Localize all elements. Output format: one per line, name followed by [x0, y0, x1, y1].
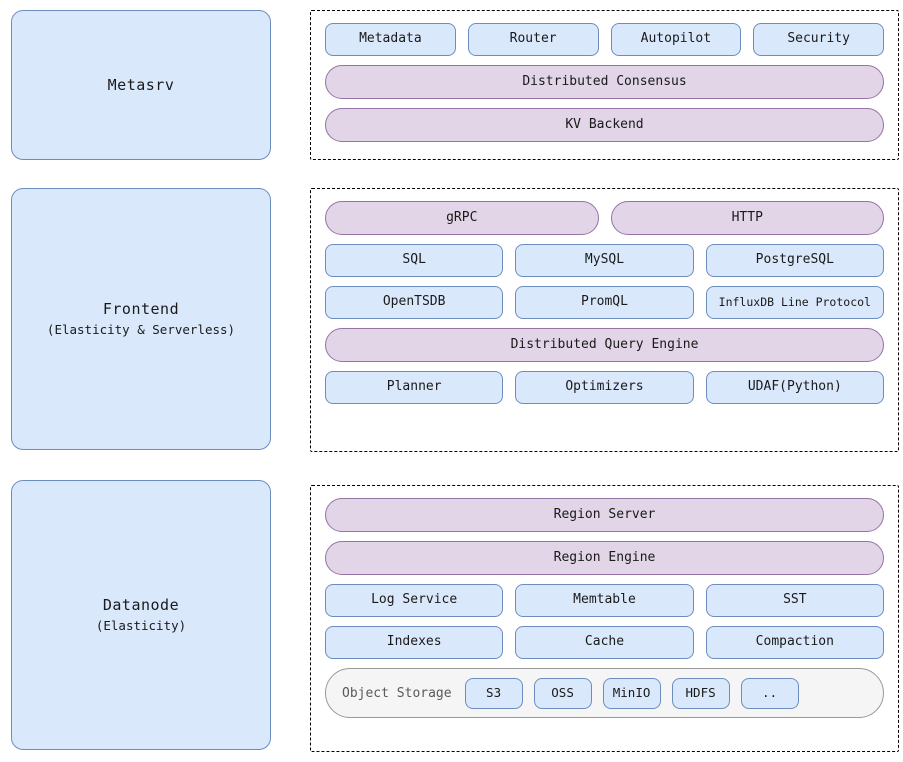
node-sql[interactable]: SQL	[325, 244, 504, 277]
node-planner[interactable]: Planner	[325, 371, 504, 404]
frontend-protocols-row: gRPC HTTP	[325, 201, 884, 235]
metasrv-services-row: Metadata Router Autopilot Security	[325, 23, 884, 56]
node-postgresql[interactable]: PostgreSQL	[705, 244, 884, 277]
node-opentsdb[interactable]: OpenTSDB	[325, 286, 504, 319]
node-log-service[interactable]: Log Service	[325, 584, 504, 617]
role-box-metasrv: Metasrv	[11, 10, 271, 160]
node-cache[interactable]: Cache	[515, 626, 694, 659]
panel-frontend: gRPC HTTP SQL MySQL PostgreSQL OpenTSDB …	[310, 188, 899, 452]
datanode-region-server-row: Region Server	[325, 498, 884, 532]
frontend-interfaces-row-1: SQL MySQL PostgreSQL	[325, 244, 884, 277]
node-metadata[interactable]: Metadata	[325, 23, 456, 56]
datanode-components-row-2: Indexes Cache Compaction	[325, 626, 884, 659]
node-region-engine[interactable]: Region Engine	[325, 541, 884, 575]
node-compaction[interactable]: Compaction	[705, 626, 884, 659]
metasrv-consensus-row: Distributed Consensus	[325, 65, 884, 99]
panel-metasrv: Metadata Router Autopilot Security Distr…	[310, 10, 899, 160]
node-hdfs[interactable]: HDFS	[671, 677, 730, 709]
datanode-region-engine-row: Region Engine	[325, 541, 884, 575]
role-title-datanode: Datanode	[102, 595, 180, 614]
role-box-datanode: Datanode (Elasticity)	[11, 480, 271, 750]
role-subtitle-frontend: (Elasticity & Serverless)	[46, 322, 236, 338]
frontend-engine-parts-row: Planner Optimizers UDAF(Python)	[325, 371, 884, 404]
object-storage-label: Object Storage	[342, 685, 452, 701]
metasrv-kv-row: KV Backend	[325, 108, 884, 142]
node-oss[interactable]: OSS	[533, 677, 592, 709]
node-minio[interactable]: MinIO	[602, 677, 661, 709]
node-optimizers[interactable]: Optimizers	[515, 371, 694, 404]
node-indexes[interactable]: Indexes	[325, 626, 504, 659]
node-autopilot[interactable]: Autopilot	[610, 23, 742, 56]
datanode-components-row-1: Log Service Memtable SST	[325, 584, 884, 617]
node-http[interactable]: HTTP	[610, 201, 884, 235]
node-distributed-consensus[interactable]: Distributed Consensus	[325, 65, 884, 99]
node-distributed-query-engine[interactable]: Distributed Query Engine	[325, 328, 884, 362]
role-title-frontend: Frontend	[102, 299, 180, 318]
object-storage-container: Object Storage S3 OSS MinIO HDFS ..	[325, 668, 884, 718]
node-influxdb-line-protocol[interactable]: InfluxDB Line Protocol	[705, 286, 884, 319]
node-region-server[interactable]: Region Server	[325, 498, 884, 532]
frontend-query-engine-row: Distributed Query Engine	[325, 328, 884, 362]
node-memtable[interactable]: Memtable	[515, 584, 694, 617]
node-promql[interactable]: PromQL	[515, 286, 694, 319]
node-more-storage[interactable]: ..	[740, 677, 799, 709]
node-udaf-python[interactable]: UDAF(Python)	[705, 371, 884, 404]
frontend-interfaces-row-2: OpenTSDB PromQL InfluxDB Line Protocol	[325, 286, 884, 319]
role-box-frontend: Frontend (Elasticity & Serverless)	[11, 188, 271, 450]
node-sst[interactable]: SST	[705, 584, 884, 617]
node-s3[interactable]: S3	[464, 677, 523, 709]
node-security[interactable]: Security	[753, 23, 884, 56]
role-title-metasrv: Metasrv	[107, 75, 175, 94]
node-grpc[interactable]: gRPC	[325, 201, 599, 235]
role-subtitle-datanode: (Elasticity)	[95, 618, 187, 634]
node-kv-backend[interactable]: KV Backend	[325, 108, 884, 142]
node-router[interactable]: Router	[467, 23, 599, 56]
node-mysql[interactable]: MySQL	[515, 244, 694, 277]
panel-datanode: Region Server Region Engine Log Service …	[310, 485, 899, 752]
